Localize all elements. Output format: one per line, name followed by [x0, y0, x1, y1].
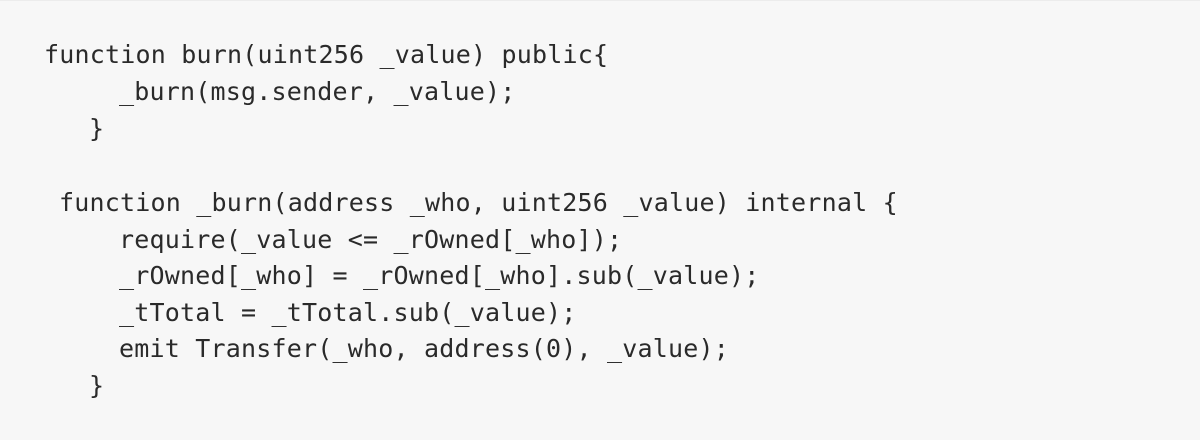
code-line-total-update: _tTotal = _tTotal.sub(_value);	[119, 298, 577, 327]
code-line-emit-transfer: emit Transfer(_who, address(0), _value);	[119, 334, 730, 363]
code-line-burn-close: }	[89, 114, 105, 143]
code-line-owned-update: _rOwned[_who] = _rOwned[_who].sub(_value…	[119, 261, 760, 290]
code-line-burn-call: _burn(msg.sender, _value);	[119, 77, 516, 106]
code-line-internal-burn-signature: function _burn(address _who, uint256 _va…	[59, 188, 898, 217]
code-line-burn-signature: function burn(uint256 _value) public{	[44, 40, 609, 69]
code-line-internal-burn-close: }	[89, 371, 105, 400]
code-line-require: require(_value <= _rOwned[_who]);	[119, 225, 623, 254]
